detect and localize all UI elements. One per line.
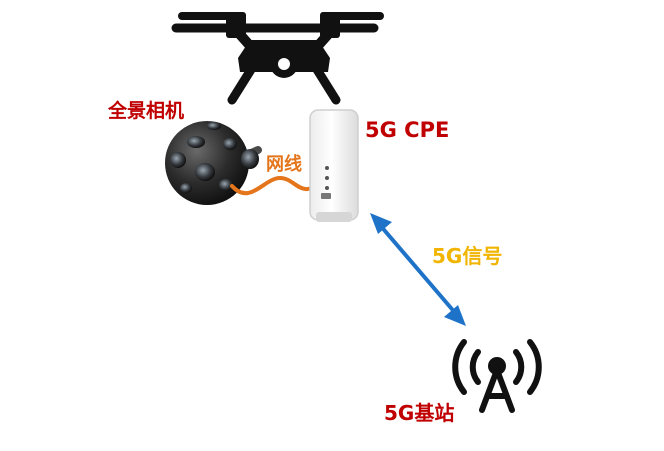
camera-label: 全景相机: [108, 100, 185, 122]
cpe-label: 5G CPE: [365, 118, 450, 142]
double-arrow-icon: [370, 213, 466, 326]
signal-label: 5G信号: [432, 244, 503, 268]
network-cable: [230, 175, 324, 196]
cable-label: 网线: [266, 154, 302, 175]
panoramic-camera-icon: [165, 121, 262, 205]
drone-icon: [171, 12, 384, 105]
antenna-tower-icon: [452, 339, 542, 413]
cpe-router-icon: [309, 109, 359, 222]
base-station-label: 5G基站: [384, 401, 455, 425]
